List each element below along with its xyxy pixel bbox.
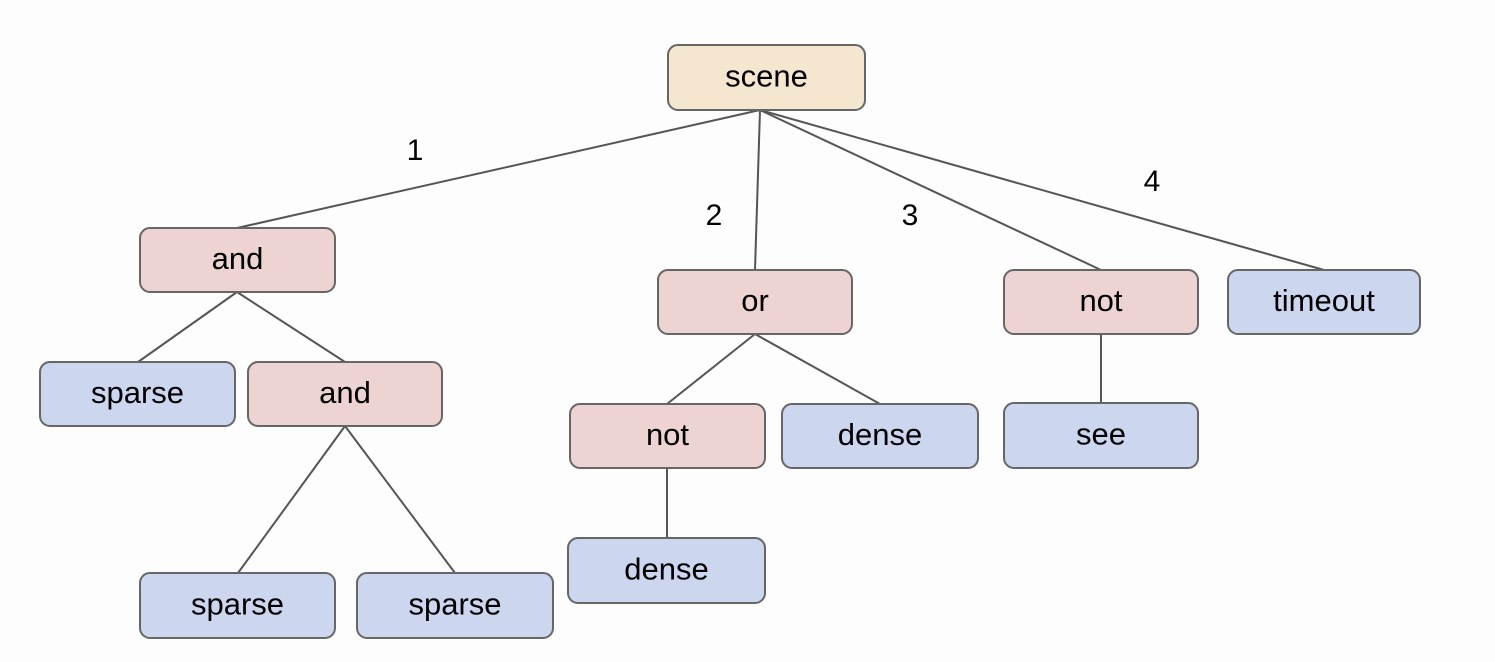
edge-labels-layer: 1 2 3 4 [407, 134, 1161, 232]
edge-label: 1 [407, 134, 424, 167]
node-box [247, 361, 443, 427]
node-label: not [646, 417, 689, 452]
node-label: scene [725, 59, 808, 94]
node-box [1227, 269, 1421, 335]
edges-layer [137, 109, 1325, 574]
node-label: and [319, 375, 371, 410]
edge-label: 3 [902, 199, 919, 232]
tree-edge [236, 109, 761, 229]
node-label: and [212, 241, 264, 276]
tree-node-and1[interactable]: and [139, 227, 336, 293]
tree-node-scene[interactable]: scene [667, 44, 866, 111]
edge-label: 4 [1144, 165, 1161, 198]
node-label: sparse [408, 587, 501, 622]
node-box [1003, 402, 1199, 469]
node-box [139, 227, 336, 293]
tree-node-sparse3[interactable]: sparse [356, 572, 554, 639]
node-label: timeout [1273, 283, 1375, 318]
node-label: sparse [191, 587, 284, 622]
tree-edge [754, 109, 761, 271]
tree-node-timeout1[interactable]: timeout [1227, 269, 1421, 335]
node-box [39, 361, 236, 427]
tree-node-see1[interactable]: see [1003, 402, 1199, 469]
node-box [667, 44, 866, 111]
node-box [1003, 269, 1199, 335]
nodes-layer: scene and or not timeout sparse and not dense see… [39, 44, 1421, 639]
tree-edge [759, 109, 1102, 271]
tree-node-sparse1[interactable]: sparse [39, 361, 236, 427]
tree-edge [137, 291, 238, 363]
tree-edge [754, 333, 881, 405]
node-label: not [1079, 283, 1122, 318]
tree-edge [666, 333, 756, 405]
node-box [139, 572, 336, 639]
tree-edge [237, 425, 346, 574]
edge-label: 2 [706, 199, 723, 232]
node-box [567, 537, 766, 604]
node-label: see [1076, 417, 1126, 452]
tree-node-and2[interactable]: and [247, 361, 443, 427]
tree-node-not1[interactable]: not [1003, 269, 1199, 335]
tree-node-not2[interactable]: not [569, 403, 766, 469]
node-box [781, 403, 979, 469]
tree-edge [759, 109, 1325, 271]
node-box [356, 572, 554, 639]
node-label: sparse [91, 375, 184, 410]
node-label: or [741, 283, 769, 318]
tree-node-sparse2[interactable]: sparse [139, 572, 336, 639]
tree-node-dense1[interactable]: dense [781, 403, 979, 469]
node-label: dense [624, 552, 708, 587]
node-label: dense [838, 417, 922, 452]
tree-node-or1[interactable]: or [657, 269, 853, 335]
tree-edge [344, 425, 456, 574]
tree-edge [236, 291, 346, 363]
node-box [569, 403, 766, 469]
tree-node-dense2[interactable]: dense [567, 537, 766, 604]
node-box [657, 269, 853, 335]
